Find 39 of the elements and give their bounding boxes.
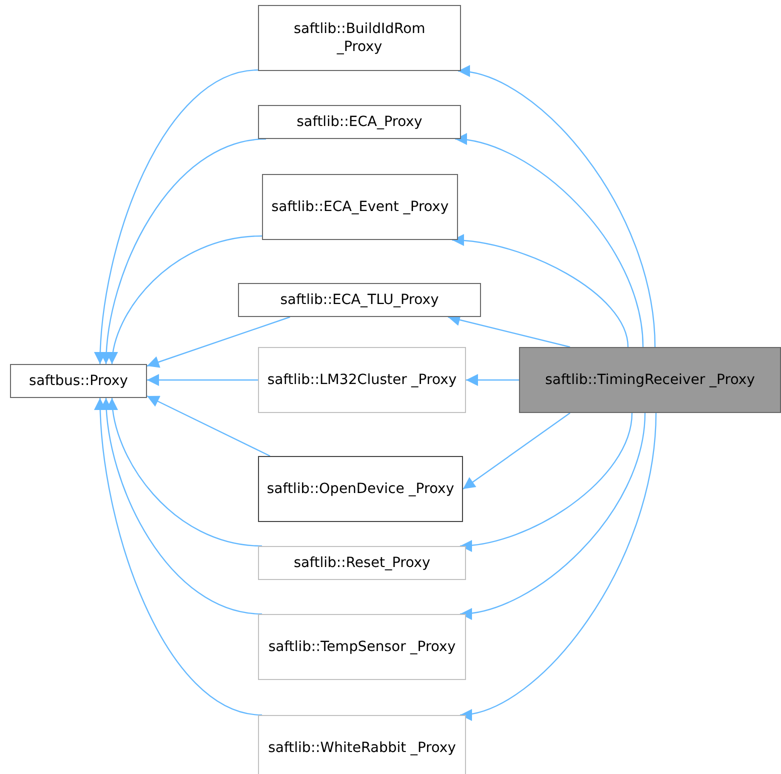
inheritance-arrow	[454, 134, 644, 348]
inheritance-arrow	[452, 234, 629, 348]
class-box	[519, 347, 781, 413]
inheritance-arrow	[146, 395, 270, 457]
class-box	[258, 614, 466, 680]
class-name: saftlib::TimingReceiver _Proxy	[544, 371, 756, 389]
inheritance-arrow	[462, 412, 570, 490]
class-box	[238, 283, 481, 317]
class-name: saftlib::ECA_Event _Proxy	[270, 198, 450, 216]
inheritance-arrow	[460, 412, 657, 720]
inheritance-arrow	[100, 398, 262, 615]
class-box	[258, 715, 466, 774]
class-box	[10, 364, 147, 398]
inheritance-arrow	[460, 412, 646, 619]
class-name: saftlib::LM32Cluster _Proxy	[266, 371, 458, 389]
class-name: saftlib::BuildIdRom _Proxy	[292, 20, 426, 56]
inheritance-arrow	[460, 412, 633, 552]
inheritance-arrow	[94, 69, 258, 364]
class-name: saftlib::TempSensor _Proxy	[267, 638, 457, 656]
inheritance-arrow	[146, 316, 290, 368]
inheritance-arrow	[94, 398, 262, 716]
class-box	[258, 5, 461, 71]
class-box	[262, 174, 458, 240]
class-box	[258, 456, 463, 522]
class-name: saftlib::ECA_TLU_Proxy	[279, 291, 440, 309]
class-name: saftlib::WhiteRabbit _Proxy	[267, 739, 457, 757]
class-box	[258, 105, 461, 139]
class-name: saftlib::Reset_Proxy	[292, 554, 432, 572]
class-name: saftbus::Proxy	[28, 372, 129, 390]
class-name: saftlib::OpenDevice _Proxy	[266, 480, 456, 498]
inheritance-arrow	[147, 374, 258, 386]
class-name: saftlib::ECA_Proxy	[296, 113, 424, 131]
inheritance-arrow	[466, 374, 519, 386]
inheritance-arrow	[106, 398, 262, 547]
inheritance-arrow	[100, 138, 266, 364]
inheritance-arrow	[107, 235, 262, 364]
class-box	[258, 347, 466, 413]
class-box	[258, 546, 466, 580]
inheritance-arrow	[458, 66, 656, 348]
